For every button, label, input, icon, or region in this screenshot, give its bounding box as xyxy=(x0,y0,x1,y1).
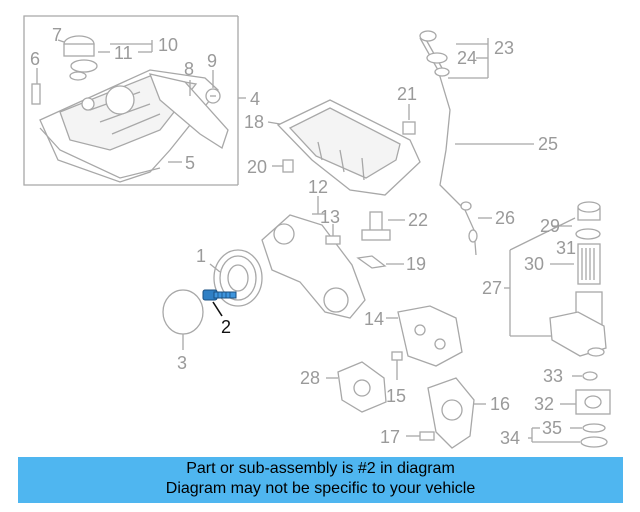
callout-20: 20 xyxy=(247,157,267,177)
callout-17: 17 xyxy=(380,427,400,447)
bolt-17 xyxy=(406,431,435,441)
callout-14: 14 xyxy=(364,309,384,329)
callout-21: 21 xyxy=(397,84,417,104)
bolt-15 xyxy=(391,351,403,380)
callout-34: 34 xyxy=(500,428,520,448)
callout-15: 15 xyxy=(386,386,406,406)
info-banner: Part or sub-assembly is #2 in diagram Di… xyxy=(18,457,623,503)
dipstick-assembly xyxy=(419,30,534,256)
callout-28: 28 xyxy=(300,368,320,388)
oil-pump-14 xyxy=(386,305,463,367)
callout-13: 13 xyxy=(320,207,340,227)
callout-12: 12 xyxy=(308,177,328,197)
banner-line-1: Part or sub-assembly is #2 in diagram xyxy=(186,460,455,477)
part-28 xyxy=(326,361,387,413)
callout-5: 5 xyxy=(185,153,195,173)
callout-10: 10 xyxy=(158,35,178,55)
banner-line-2: Diagram may not be specific to your vehi… xyxy=(165,480,476,497)
callout-33: 33 xyxy=(543,366,563,386)
callout-24: 24 xyxy=(457,48,477,68)
bolt-part-2 xyxy=(202,289,237,317)
bracket-19 xyxy=(356,255,404,269)
callout-29: 29 xyxy=(540,216,560,236)
callout-4: 4 xyxy=(250,89,260,109)
callout-27: 27 xyxy=(482,278,502,298)
callout-1: 1 xyxy=(196,246,206,266)
valve-cover-group xyxy=(23,15,246,186)
callout-23: 23 xyxy=(494,38,514,58)
callout-30: 30 xyxy=(524,254,544,274)
callout-7: 7 xyxy=(52,25,62,45)
callout-3: 3 xyxy=(177,353,187,373)
sensor-13 xyxy=(325,224,341,245)
callout-2: 2 xyxy=(221,317,231,337)
callout-8: 8 xyxy=(184,59,194,79)
oil-pan xyxy=(267,99,421,196)
callout-31: 31 xyxy=(556,238,576,258)
callout-22: 22 xyxy=(408,210,428,230)
cover-16 xyxy=(427,377,486,449)
part-22 xyxy=(361,211,405,241)
parts-diagram: 1 2 3 4 5 6 7 8 9 10 11 12 13 14 15 16 1… xyxy=(23,15,611,449)
callout-18: 18 xyxy=(244,112,264,132)
callout-26: 26 xyxy=(495,208,515,228)
callout-6: 6 xyxy=(30,49,40,69)
callout-32: 32 xyxy=(534,394,554,414)
callout-25: 25 xyxy=(538,134,558,154)
cover-cap xyxy=(162,289,204,350)
callout-35: 35 xyxy=(542,418,562,438)
timing-cover xyxy=(261,196,366,319)
callout-9: 9 xyxy=(207,51,217,71)
callout-11: 11 xyxy=(114,43,133,63)
oil-filter-group xyxy=(504,201,611,448)
callout-19: 19 xyxy=(406,254,426,274)
callout-16: 16 xyxy=(490,394,510,414)
